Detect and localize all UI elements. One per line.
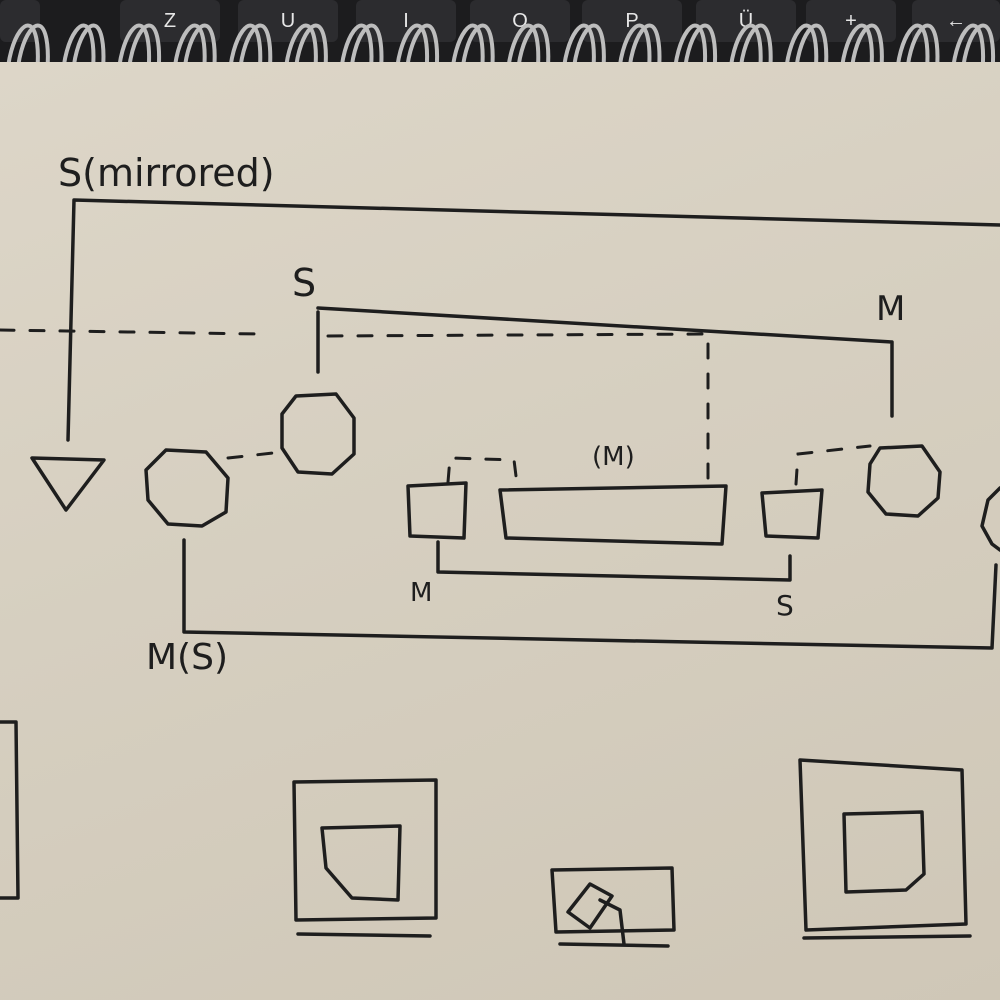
key-label: ← (946, 9, 966, 32)
lower-box-left-inner (320, 824, 402, 902)
lower-box-mid-underline (558, 942, 670, 948)
notebook-page: S(mirrored) S M (M) M S M(S) (0, 62, 1000, 1000)
label-master-source: M(S) (146, 637, 229, 678)
label-small-source: S (776, 589, 794, 622)
label-bar-master: (M) (592, 442, 635, 472)
master-source-bus-line (182, 538, 998, 650)
key-label: U (280, 9, 296, 32)
lower-box-right-underline (802, 934, 972, 940)
label-small-master: M (410, 578, 433, 608)
lower-box-right-inner (842, 810, 926, 894)
dashed-link-source-to-right (794, 444, 872, 486)
left-edge-box (0, 720, 20, 900)
key-label: + (845, 9, 857, 32)
small-box-source (760, 488, 824, 540)
dashed-link-master-box (446, 456, 518, 484)
triangle-symbol (30, 456, 106, 512)
dashed-link-left-to-upper (226, 450, 284, 460)
keyboard-key: P (582, 0, 682, 42)
keyboard-key: U (238, 0, 338, 42)
key-label: Z (163, 9, 177, 32)
octagon-node-right (866, 444, 942, 518)
wide-bar-box (498, 484, 728, 546)
source-to-master-line (316, 306, 894, 418)
label-inner-master: M (876, 289, 906, 329)
dashed-line-left (0, 328, 262, 336)
lower-box-mid-inner (566, 882, 626, 946)
octagon-node-left (144, 448, 230, 528)
octagon-node-edge (980, 486, 1000, 552)
lower-box-left-outer (292, 778, 438, 922)
octagon-node-upper (280, 392, 356, 476)
keyboard-background: Z U I O P Ü + ← (0, 0, 1000, 70)
lower-box-left-underline (296, 932, 432, 938)
key-label: I (403, 9, 409, 32)
small-box-master (406, 481, 468, 540)
label-mirrored-source: S(mirrored) (58, 151, 275, 195)
box-bracket (436, 540, 792, 582)
dashed-line-inner (326, 332, 710, 480)
lower-box-mid-outer (550, 866, 676, 934)
keyboard-key-partial (0, 0, 40, 42)
signal-flow-sketch (0, 198, 1000, 948)
label-inner-source: S (292, 261, 317, 305)
mirrored-source-line (66, 198, 1000, 442)
lower-box-right-outer (798, 758, 968, 932)
